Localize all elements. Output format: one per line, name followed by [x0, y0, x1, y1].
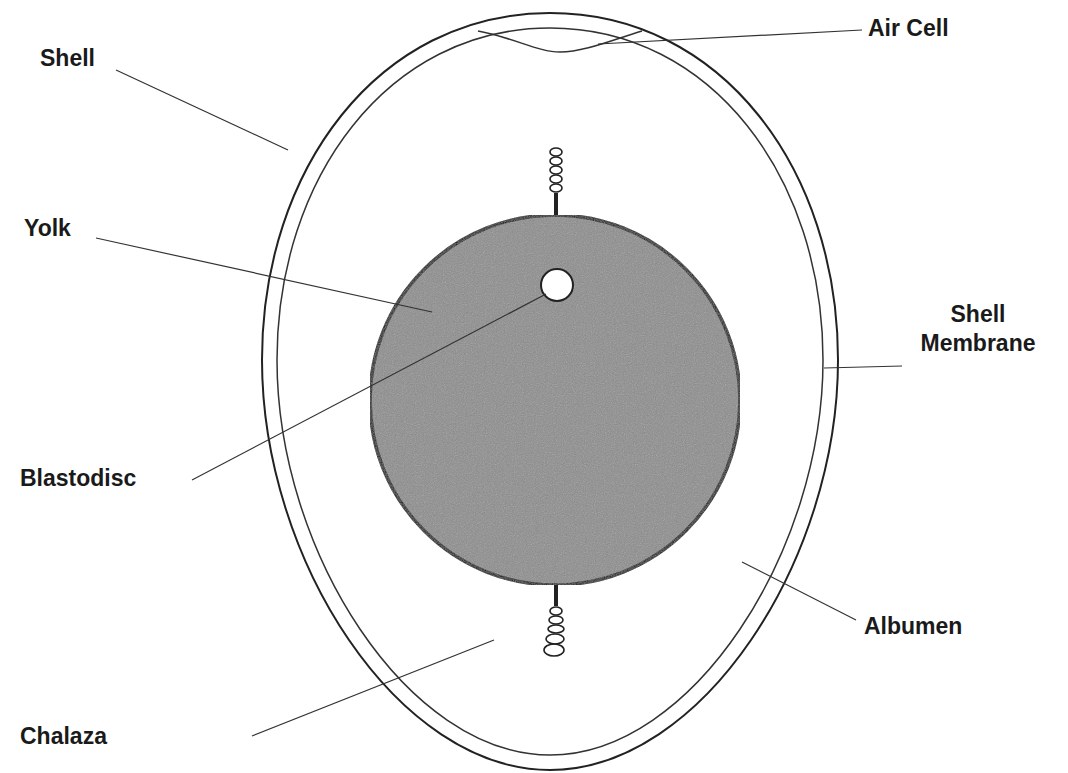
part-label: Shell Membrane [908, 300, 1048, 358]
chalaza-stem [554, 585, 558, 606]
chalaza-top [550, 148, 562, 215]
chalaza-coil [549, 616, 563, 624]
part-label: Air Cell [868, 14, 949, 43]
part-label: Albumen [864, 612, 962, 641]
leader-line [598, 30, 862, 44]
chalaza-bottom [544, 585, 564, 656]
chalaza-coil [550, 175, 562, 183]
leader-line [742, 562, 856, 620]
leader-line [116, 70, 288, 150]
chalaza-coil [550, 607, 562, 615]
leader-line [824, 366, 902, 368]
yolk-ball [370, 215, 740, 585]
blastodisc-spot [541, 269, 573, 301]
chalaza-coil [544, 644, 564, 656]
part-label: Blastodisc [20, 464, 136, 493]
air-cell [478, 31, 642, 52]
part-label: Shell [40, 44, 95, 73]
chalaza-coil [550, 148, 562, 156]
leader-line [252, 640, 494, 736]
leader-line [96, 238, 432, 312]
part-label: Yolk [24, 214, 71, 243]
chalaza-coil [550, 166, 562, 174]
leader-line [192, 294, 546, 480]
leader-lines [96, 30, 902, 736]
chalaza-coil [548, 625, 564, 633]
chalaza-coil [550, 157, 562, 165]
part-label: Chalaza [20, 722, 107, 751]
membrane-outline [277, 28, 823, 755]
shell-outline [262, 13, 838, 770]
chalaza-stem [554, 193, 558, 215]
chalaza-coil [550, 184, 562, 192]
chalaza-coil [546, 634, 564, 644]
